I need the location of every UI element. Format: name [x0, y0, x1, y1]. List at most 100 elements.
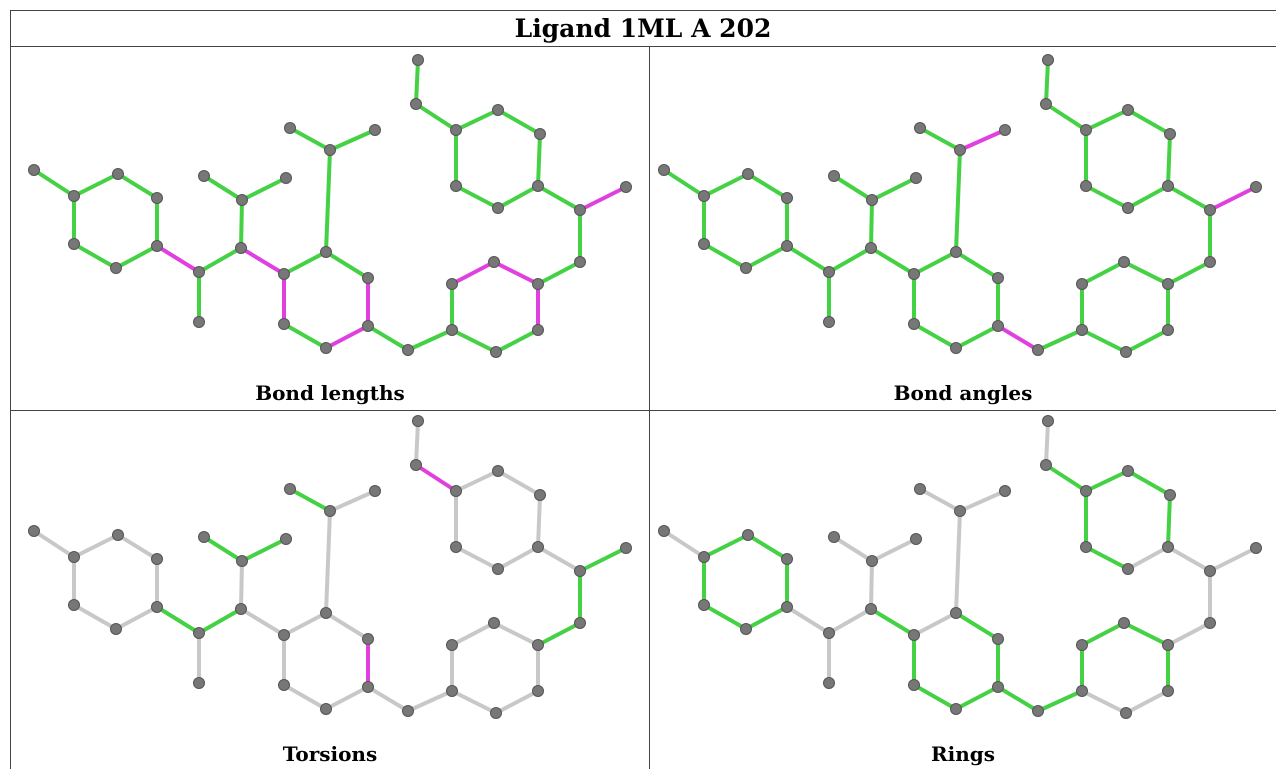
bond-29 [494, 689, 540, 715]
column-divider [649, 46, 650, 769]
atom-5 [740, 262, 752, 274]
atom-0 [658, 164, 670, 176]
bond-10 [869, 559, 874, 611]
atom-27 [1162, 324, 1174, 336]
bond-35 [1126, 184, 1170, 210]
row-divider [10, 410, 1276, 411]
atom-25 [488, 617, 500, 629]
bond-1 [702, 172, 750, 198]
bond-36 [454, 184, 500, 210]
bond-30 [450, 689, 498, 715]
bond-39 [1126, 469, 1172, 497]
atom-2 [742, 529, 754, 541]
atom-39 [1042, 415, 1054, 427]
atom-9 [865, 242, 877, 254]
bond-26 [450, 621, 496, 647]
atom-16 [362, 681, 374, 693]
bond-18 [324, 611, 370, 641]
atom-38 [410, 459, 422, 471]
atom-21 [999, 124, 1011, 136]
bond-39 [496, 469, 542, 497]
atom-34 [1080, 541, 1092, 553]
bond-7 [155, 244, 201, 274]
bond-19 [282, 250, 328, 276]
atom-12 [280, 172, 292, 184]
atom-6 [68, 599, 80, 611]
bond-13 [869, 246, 916, 276]
bond-4 [744, 244, 789, 270]
bond-13 [239, 607, 286, 637]
atom-30 [574, 565, 586, 577]
atom-1 [68, 190, 80, 202]
bond-16 [954, 685, 1000, 711]
atom-27 [532, 324, 544, 336]
bond-12 [870, 176, 918, 202]
bond-15 [282, 322, 328, 350]
atom-8 [823, 316, 835, 328]
bond-24 [1036, 328, 1084, 352]
atom-29 [574, 256, 586, 268]
bond-24 [406, 689, 454, 713]
bond-15 [282, 683, 328, 711]
atom-7 [823, 266, 835, 278]
atom-24 [446, 278, 458, 290]
atom-36 [1122, 104, 1134, 116]
atom-16 [992, 681, 1004, 693]
atom-14 [278, 318, 290, 330]
atom-19 [954, 144, 966, 156]
atom-37 [534, 128, 546, 140]
atom-7 [193, 627, 205, 639]
atom-1 [68, 551, 80, 563]
bond-12 [240, 537, 288, 563]
atom-34 [450, 541, 462, 553]
atom-24 [1076, 278, 1088, 290]
atom-1 [698, 190, 710, 202]
atom-28 [1120, 707, 1132, 719]
atom-32 [1162, 180, 1174, 192]
bond-34 [1166, 184, 1212, 212]
bond-27 [1122, 260, 1170, 286]
atom-15 [950, 342, 962, 354]
atom-19 [324, 144, 336, 156]
bond-0 [662, 168, 706, 198]
atom-35 [450, 485, 462, 497]
bond-11 [832, 174, 874, 202]
atom-28 [1120, 346, 1132, 358]
atom-37 [1164, 489, 1176, 501]
bond-4 [114, 605, 159, 631]
bond-42 [1044, 58, 1050, 106]
atom-20 [284, 122, 296, 134]
bond-34 [1166, 545, 1212, 573]
bond-33 [1208, 185, 1258, 212]
bond-9 [197, 246, 243, 274]
bond-35 [496, 184, 540, 210]
bond-20 [954, 148, 962, 254]
atom-22 [402, 344, 414, 356]
bond-29 [1124, 689, 1170, 715]
atom-20 [914, 483, 926, 495]
bond-16 [324, 324, 370, 350]
bond-23 [996, 324, 1040, 352]
bond-35 [496, 545, 540, 571]
border-left [10, 10, 11, 769]
bond-29 [1124, 328, 1170, 354]
bond-27 [492, 260, 540, 286]
bond-41 [414, 102, 458, 132]
bond-9 [827, 607, 873, 635]
bond-11 [202, 535, 244, 563]
bond-0 [32, 529, 76, 559]
bond-31 [536, 621, 582, 647]
atom-26 [532, 278, 544, 290]
bond-31 [1166, 260, 1212, 286]
atom-16 [362, 320, 374, 332]
atom-10 [866, 555, 878, 567]
atom-31 [620, 542, 632, 554]
bond-41 [1044, 102, 1088, 132]
atom-36 [492, 104, 504, 116]
atom-5 [110, 262, 122, 274]
bond-38 [1084, 108, 1130, 132]
bond-23 [996, 685, 1040, 713]
molecule-diagram-rings [658, 415, 1262, 719]
bond-7 [155, 605, 201, 635]
